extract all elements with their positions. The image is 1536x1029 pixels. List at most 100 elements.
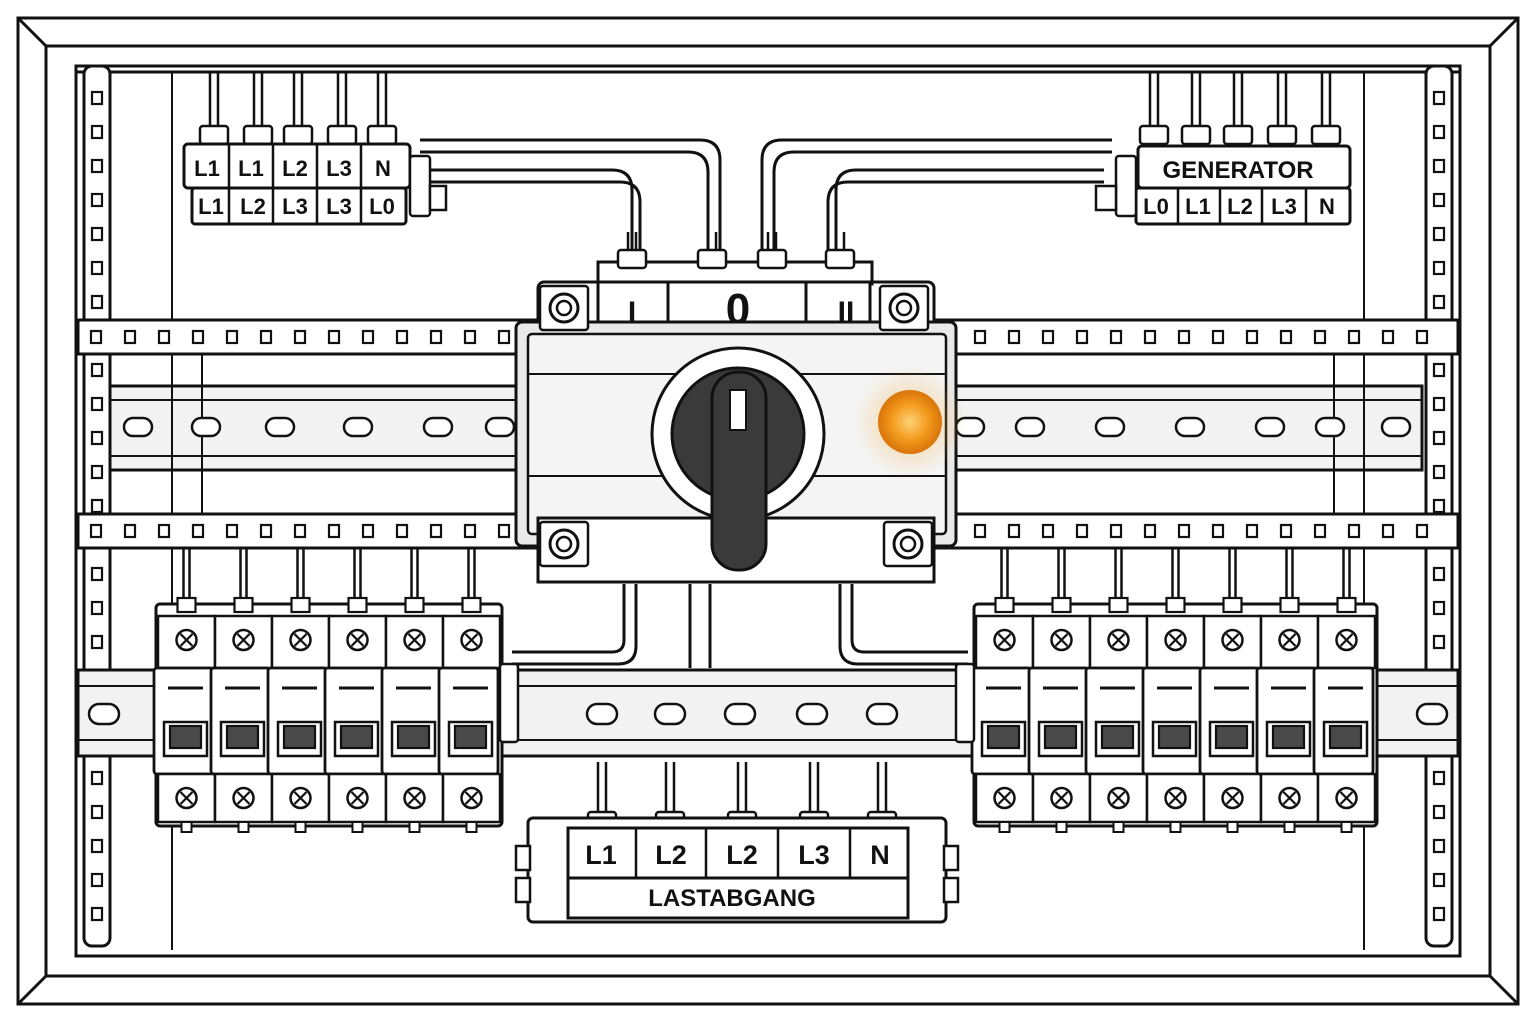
rail-hole xyxy=(90,770,104,786)
rail-hole xyxy=(327,329,341,345)
tr-bottom-label-4: L3 xyxy=(1271,194,1297,219)
rail-hole xyxy=(259,523,273,539)
circuit-breaker-icon[interactable] xyxy=(1141,548,1206,833)
end-clamp-icon xyxy=(498,662,520,744)
rail-hole xyxy=(1109,329,1123,345)
lo-terminal-label-5: N xyxy=(870,840,890,870)
rail-hole xyxy=(1279,523,1293,539)
rail-hole xyxy=(259,329,273,345)
rail-hole xyxy=(157,329,171,345)
rail-slot xyxy=(1174,416,1206,438)
rail-hole xyxy=(1211,523,1225,539)
lo-terminal-label-1: L1 xyxy=(585,840,617,870)
rail-hole xyxy=(1432,226,1446,242)
rail-hole xyxy=(90,872,104,888)
rail-hole xyxy=(1432,804,1446,820)
rail-hole xyxy=(90,838,104,854)
rail-hole xyxy=(191,329,205,345)
rail-hole xyxy=(1075,523,1089,539)
rail-hole xyxy=(1347,329,1361,345)
switch-input-terminals xyxy=(616,232,856,270)
terminal-posts xyxy=(198,72,398,146)
tl-bottom-label-1: L1 xyxy=(198,194,224,219)
rail-slot xyxy=(1094,416,1126,438)
rail-hole xyxy=(90,260,104,276)
rail-hole xyxy=(1432,464,1446,480)
end-clamp-icon xyxy=(1114,154,1138,218)
circuit-breaker-icon[interactable] xyxy=(1312,548,1377,833)
rail-hole xyxy=(90,804,104,820)
screw-icon xyxy=(242,124,274,146)
rail-hole xyxy=(1381,523,1395,539)
circuit-breaker-icon[interactable] xyxy=(380,548,445,833)
rail-hole xyxy=(1381,329,1395,345)
rail-hole xyxy=(1177,329,1191,345)
terminal-block-generator: GENERATOR L0 L1 L2 L3 N xyxy=(1094,72,1352,226)
terminal-posts xyxy=(1138,72,1342,146)
rail-slot xyxy=(122,416,154,438)
circuit-breaker-icon[interactable] xyxy=(970,548,1035,833)
rail-hole xyxy=(429,329,443,345)
tl-bottom-label-2: L2 xyxy=(240,194,266,219)
rail-hole xyxy=(1007,523,1021,539)
rail-hole xyxy=(1432,600,1446,616)
rail-hole xyxy=(1432,906,1446,922)
rail-hole xyxy=(463,329,477,345)
rail-hole xyxy=(463,523,477,539)
tl-top-label-1: L1 xyxy=(194,156,220,181)
rail-hole xyxy=(1432,158,1446,174)
circuit-breaker-icon[interactable] xyxy=(1084,548,1149,833)
rail-slot xyxy=(865,702,899,726)
screw-icon xyxy=(1222,124,1254,146)
screw-icon xyxy=(756,248,788,270)
circuit-breaker-icon[interactable] xyxy=(323,548,388,833)
rail-hole xyxy=(90,192,104,208)
rail-hole xyxy=(90,294,104,310)
rail-hole xyxy=(1432,634,1446,650)
rail-hole xyxy=(1245,523,1259,539)
rail-slot xyxy=(653,702,687,726)
circuit-breaker-icon[interactable] xyxy=(1198,548,1263,833)
circuit-breaker-icon[interactable] xyxy=(152,548,217,833)
terminal-block-top-left: L1 L1 L2 L3 N L1 L2 L3 L3 L0 xyxy=(182,72,448,226)
rail-hole xyxy=(225,523,239,539)
rail-hole xyxy=(90,90,104,106)
circuit-breaker-icon[interactable] xyxy=(1027,548,1092,833)
rail-slots xyxy=(87,702,1449,726)
end-clamp-icon xyxy=(954,662,976,744)
rail-hole xyxy=(157,523,171,539)
tl-bottom-label-4: L3 xyxy=(326,194,352,219)
circuit-breaker-icon[interactable] xyxy=(266,548,331,833)
rail-hole xyxy=(1279,329,1293,345)
screw-icon xyxy=(616,248,648,270)
changeover-switch: I 0 II xyxy=(514,232,966,584)
rail-hole xyxy=(429,523,443,539)
rail-slot xyxy=(1380,416,1412,438)
tl-top-label-4: L3 xyxy=(326,156,352,181)
rail-slot xyxy=(264,416,296,438)
tr-bottom-label-2: L1 xyxy=(1185,194,1211,219)
circuit-breaker-icon[interactable] xyxy=(209,548,274,833)
rail-hole xyxy=(89,329,103,345)
rail-hole xyxy=(90,158,104,174)
rail-slot xyxy=(190,416,222,438)
rail-hole xyxy=(293,329,307,345)
circuit-breaker-icon[interactable] xyxy=(437,548,502,833)
circuit-breaker-icon[interactable] xyxy=(1255,548,1320,833)
screw-icon xyxy=(878,284,930,332)
rail-hole xyxy=(1432,294,1446,310)
rail-hole xyxy=(1313,523,1327,539)
rotary-knob-icon[interactable] xyxy=(650,346,826,572)
screw-icon xyxy=(282,124,314,146)
rail-slot xyxy=(585,702,619,726)
rail-hole xyxy=(973,329,987,345)
rail-hole xyxy=(90,906,104,922)
rail-slot xyxy=(1415,702,1449,726)
tr-bottom-label-5: N xyxy=(1319,194,1335,219)
rail-hole xyxy=(1109,523,1123,539)
switch-position-I: I xyxy=(628,296,636,329)
rail-hole xyxy=(1415,523,1429,539)
tl-top-label-3: L2 xyxy=(282,156,308,181)
rail-hole xyxy=(361,523,375,539)
rail-hole xyxy=(90,362,104,378)
